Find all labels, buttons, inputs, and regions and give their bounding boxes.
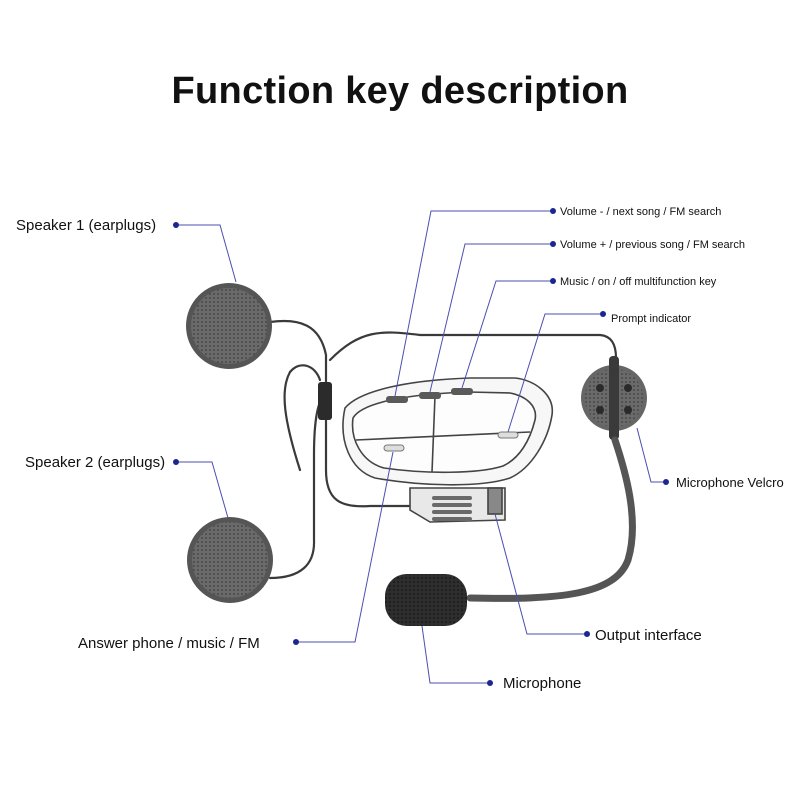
microphone <box>385 574 467 626</box>
labels: Speaker 1 (earplugs) Speaker 2 (earplugs… <box>16 206 784 692</box>
clip-teeth <box>432 496 472 521</box>
microphone-velcro <box>581 356 647 440</box>
label-volume-plus: Volume + / previous song / FM search <box>560 239 745 251</box>
intercom-device <box>342 377 553 523</box>
output-interface-port <box>487 487 503 515</box>
label-multifunction-key: Music / on / off multifunction key <box>560 276 717 288</box>
label-answer-phone: Answer phone / music / FM <box>78 635 260 652</box>
label-volume-minus: Volume - / next song / FM search <box>560 206 721 218</box>
answer-key <box>383 444 405 452</box>
volume-plus-key <box>419 392 441 399</box>
microphone-boom <box>466 436 636 602</box>
page-title: Function key description <box>171 70 629 112</box>
label-output-interface: Output interface <box>595 627 702 644</box>
prompt-indicator-led <box>497 431 519 439</box>
speaker-2 <box>187 517 273 603</box>
label-prompt-indicator: Prompt indicator <box>611 313 691 325</box>
label-microphone: Microphone <box>503 675 581 692</box>
cable-splitter <box>318 382 332 420</box>
label-microphone-velcro: Microphone Velcro <box>676 475 784 490</box>
label-speaker-1: Speaker 1 (earplugs) <box>16 217 156 234</box>
label-speaker-2: Speaker 2 (earplugs) <box>25 454 165 471</box>
leader-lines <box>176 210 666 684</box>
multifunction-key <box>451 388 473 395</box>
volume-minus-key <box>386 396 408 403</box>
speaker-1 <box>186 283 272 369</box>
device-buttons <box>383 388 519 452</box>
label-dots <box>173 208 669 686</box>
